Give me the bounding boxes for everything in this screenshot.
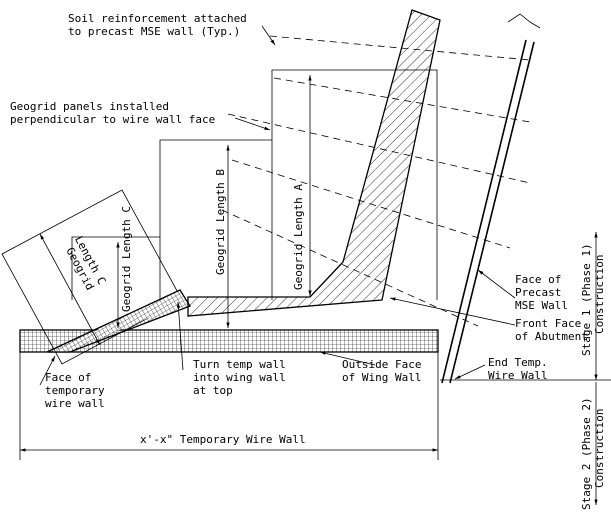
geogrid-panel-a	[271, 69, 438, 300]
geogrid-length-c-label: Geogrid Length C	[120, 206, 133, 312]
geogrid-length-c-rotated-dim	[39, 233, 101, 346]
stage2-label: Stage 2 (Phase 2) Construction	[580, 391, 606, 510]
precast-mse-wall	[441, 13, 541, 384]
end-temp-wire-wall-label: End Temp. Wire Wall	[488, 356, 554, 382]
temporary-wire-wall-strip	[19, 329, 439, 353]
temporary-wire-wall-dimension	[19, 352, 439, 460]
geogrid-length-a-label: Geogrid Length A	[292, 184, 305, 290]
outside-face-wing-wall-label: Outside Face of Wing Wall	[342, 358, 428, 384]
stage1-label: Stage 1 (Phase 1) Construction	[580, 237, 606, 356]
front-face-abutment-label: Front Face of Abutment	[515, 317, 588, 343]
face-precast-mse-label: Face of Precast MSE Wall	[515, 273, 568, 312]
temporary-wire-wall-dim-label: x'-x" Temporary Wire Wall	[140, 433, 306, 446]
geogrid-panels-label: Geogrid panels installed perpendicular t…	[10, 100, 215, 126]
geogrid-panel-b	[159, 139, 272, 300]
face-temporary-wire-wall-label: Face of temporary wire wall	[45, 371, 111, 410]
stage-divider	[440, 232, 611, 505]
turn-temp-wall-label: Turn temp wall into wing wall at top	[193, 358, 292, 397]
geogrid-length-b-label: Geogrid Length B	[214, 169, 227, 275]
geogrid-length-c-rotated-label: Geogrid Length C	[61, 234, 112, 298]
soil-reinforcement-label: Soil reinforcement attached to precast M…	[68, 12, 253, 38]
leader-lines	[39, 25, 516, 386]
